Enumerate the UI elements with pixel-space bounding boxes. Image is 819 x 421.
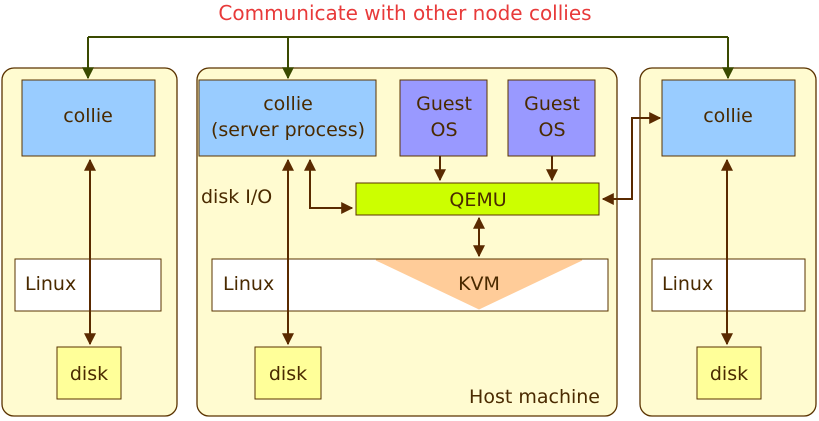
right-disk-box	[696, 346, 762, 400]
inter-node-communication-lines	[82, 36, 734, 80]
qemu-box	[355, 182, 600, 216]
kvm-label: KVM	[458, 273, 500, 295]
disk-io-label: disk I/O	[201, 186, 272, 208]
host-connection-arrows	[282, 112, 662, 346]
host-disk-box	[254, 346, 322, 400]
guest-os-box-1	[399, 79, 488, 157]
kvm-triangle	[375, 259, 583, 310]
left-linux-label: Linux	[25, 273, 76, 295]
guest-os-1-label-line2: OS	[430, 119, 457, 141]
left-collie-box	[21, 79, 156, 157]
right-disk-label: disk	[710, 363, 748, 385]
host-linux-label: Linux	[223, 273, 274, 295]
qemu-label: QEMU	[449, 189, 506, 211]
left-collie-label: collie	[63, 105, 113, 127]
right-collie-box	[661, 79, 796, 157]
host-collie-label-line2: (server process)	[211, 119, 365, 141]
guest-os-1-label-line1: Guest	[416, 93, 472, 115]
diagram-title: Communicate with other node collies	[218, 1, 591, 25]
host-collie-label-line1: collie	[263, 93, 313, 115]
right-linux-label: Linux	[662, 273, 713, 295]
host-collie-box	[198, 79, 377, 157]
guest-os-2-label-line1: Guest	[524, 93, 580, 115]
guest-os-2-label-line2: OS	[538, 119, 565, 141]
host-machine-caption: Host machine	[469, 386, 600, 408]
host-disk-label: disk	[269, 363, 307, 385]
right-collie-label: collie	[703, 105, 753, 127]
guest-os-box-2	[507, 79, 596, 157]
left-disk-box	[56, 346, 122, 400]
left-disk-label: disk	[70, 363, 108, 385]
